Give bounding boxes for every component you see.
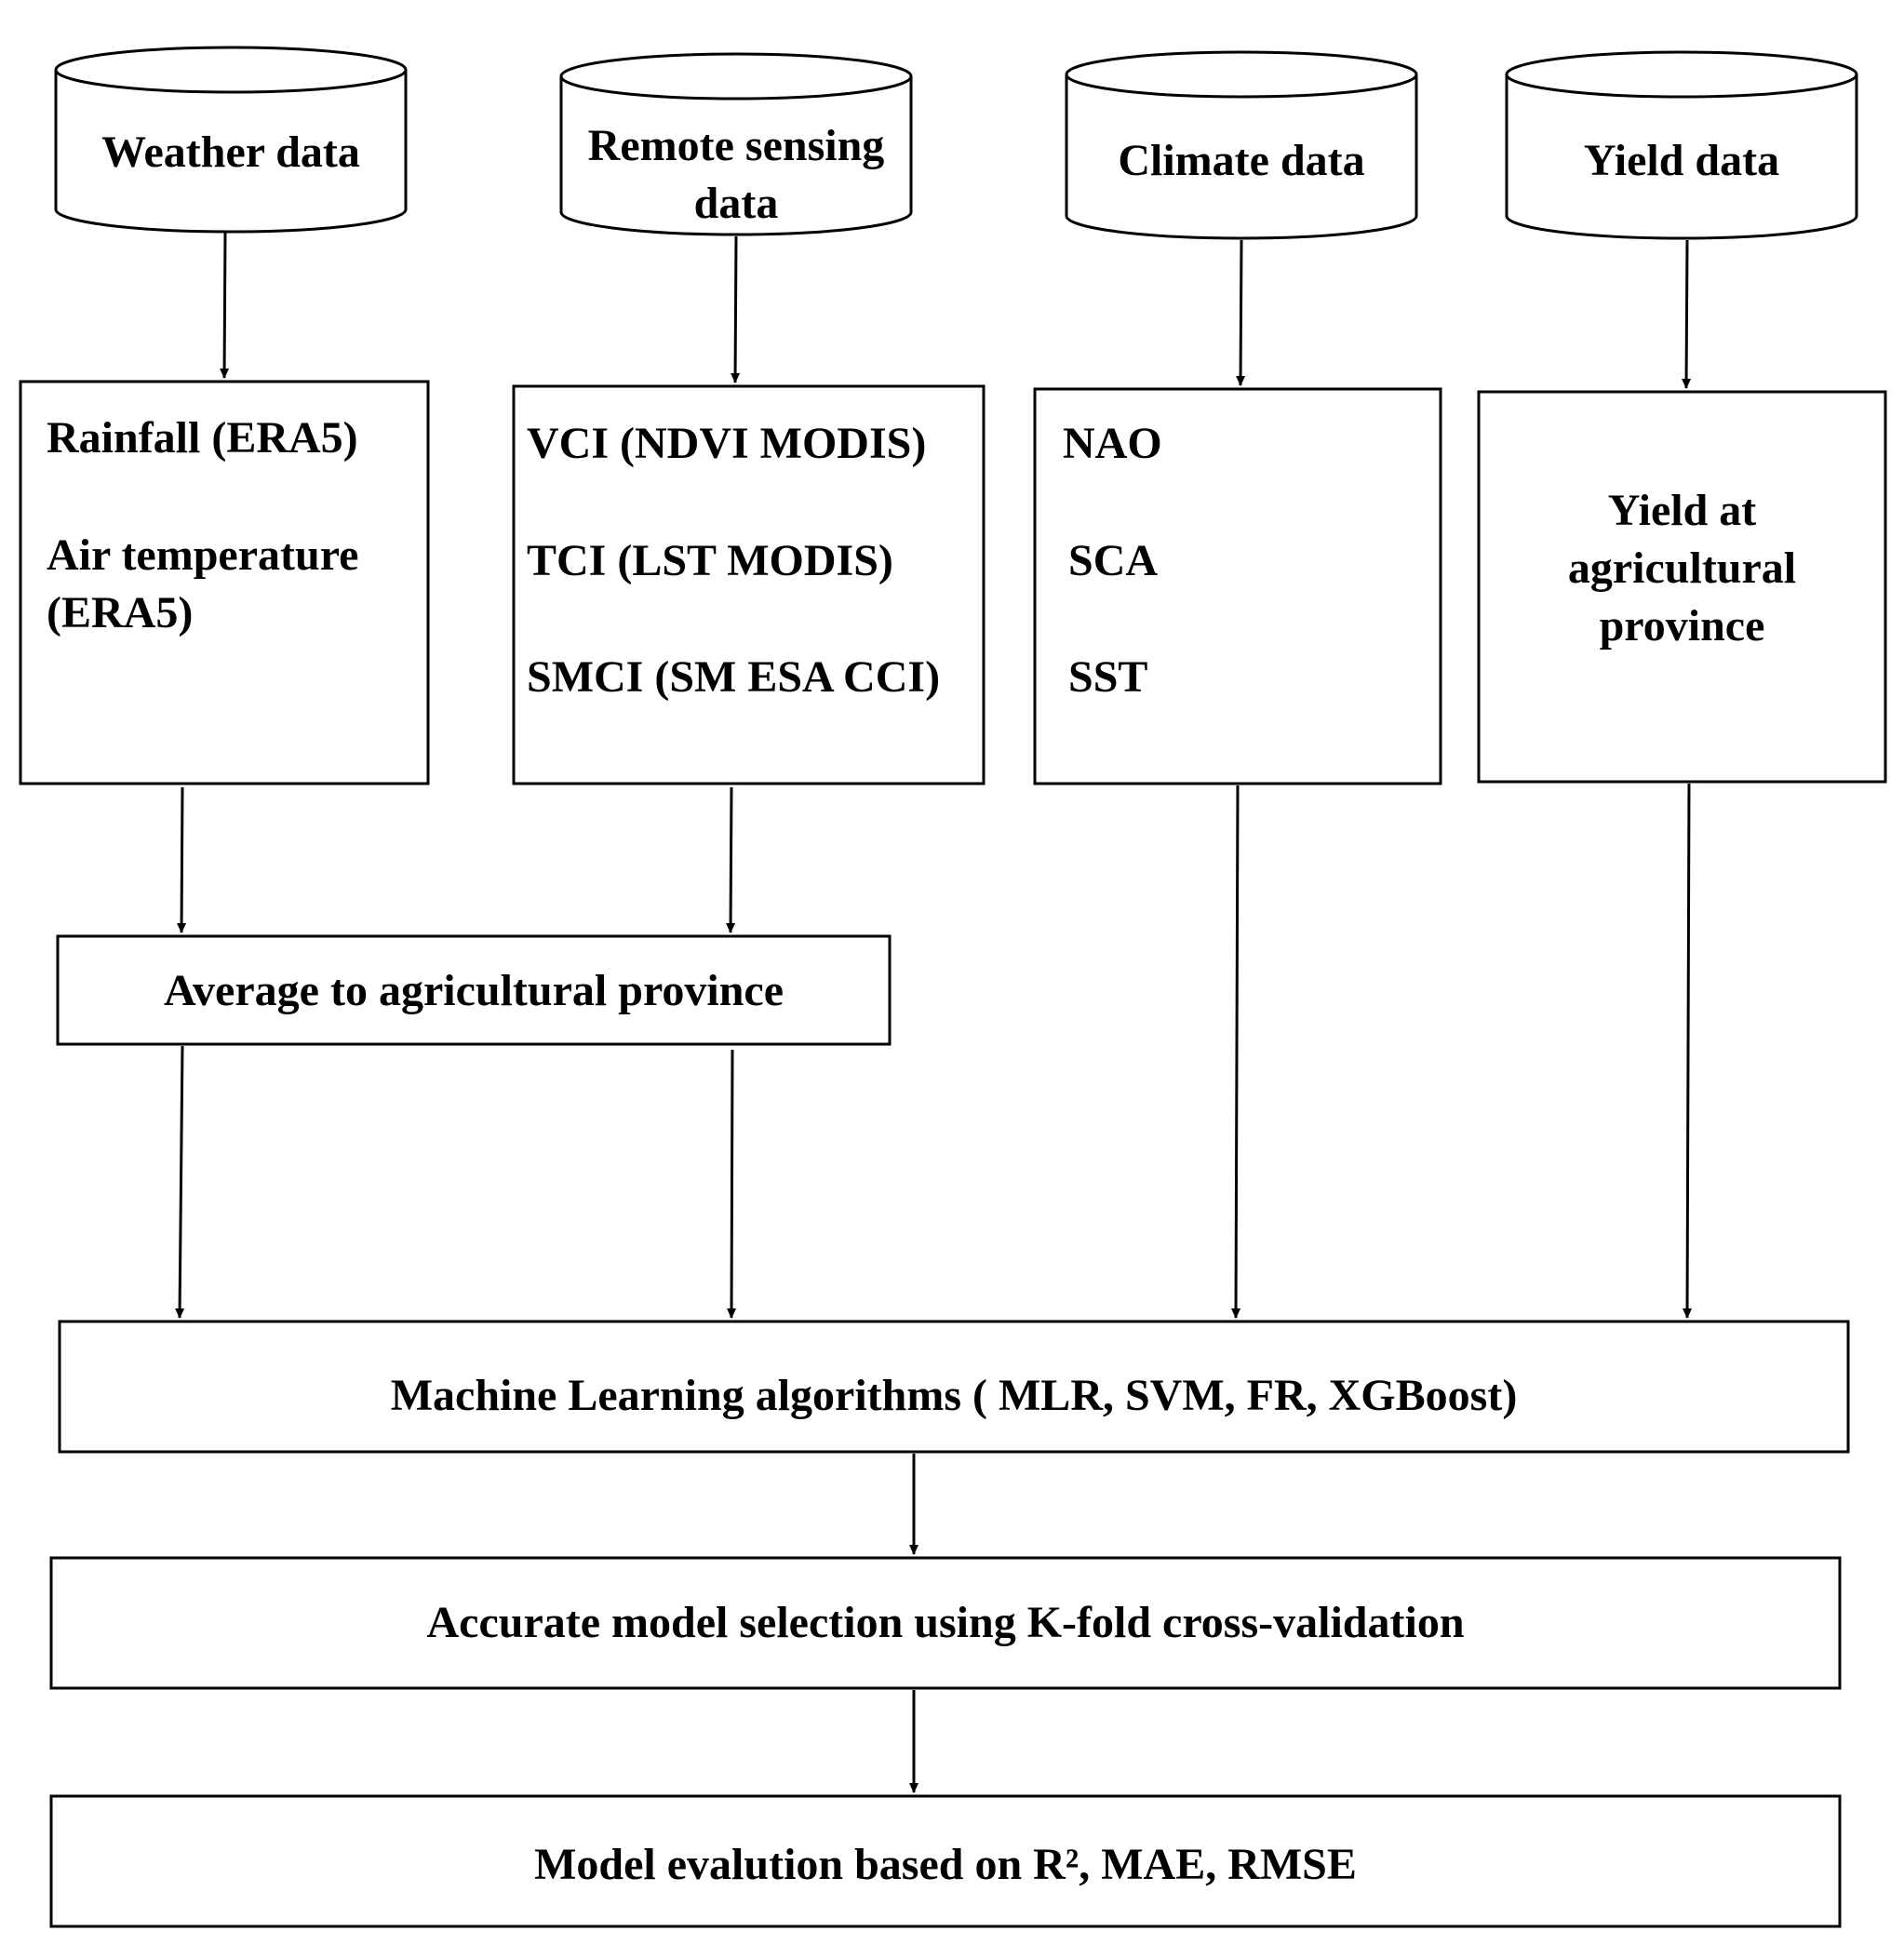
text-vci: VCI (NDVI MODIS) [527,419,927,468]
arrow-climate-to-box [1236,239,1246,386]
text-rainfall: Rainfall (ERA5) [47,413,358,463]
box-average [56,934,892,1046]
box-model-evaluation [49,1794,1842,1928]
text-sst: SST [1068,652,1148,702]
arrow-remote-to-box [731,235,741,383]
box-yield [1477,390,1887,784]
text-yield-line3: province [1599,601,1765,651]
box-model-selection [49,1556,1842,1690]
text-yield-line1: Yield at [1607,486,1757,535]
text-model-selection: Accurate model selection using K-fold cr… [426,1598,1465,1647]
box-machine-learning [58,1320,1850,1454]
box-climate-indices [1033,387,1442,785]
cylinder-weather-data [54,46,408,234]
text-nao: NAO [1063,419,1162,468]
label-remote-sensing-line2: data [693,179,779,228]
arrow-climate-to-ml [1231,785,1241,1319]
text-air-temperature: Air temperature [47,530,359,580]
text-model-evaluation: Model evalution based on R², MAE, RMSE [534,1840,1357,1889]
cylinder-climate-data [1065,50,1418,240]
label-weather-data: Weather data [101,127,360,177]
box-remote-sensing-indices [512,384,986,785]
arrow-average-right-to-ml [727,1049,737,1319]
box-weather-variables [19,380,430,785]
text-smci: SMCI (SM ESA CCI) [527,652,941,702]
arrow-yield-to-box [1682,239,1692,389]
text-tci: TCI (LST MODIS) [527,536,893,585]
text-average: Average to agricultural province [163,966,784,1015]
cylinder-yield-data [1505,50,1858,240]
text-machine-learning: Machine Learning algorithms ( MLR, SVM, … [390,1371,1518,1420]
arrow-average-left-to-ml [175,1045,185,1319]
arrow-weather-to-box [220,232,230,379]
arrow-yield-to-ml [1683,783,1693,1319]
label-climate-data: Climate data [1118,136,1365,185]
text-sca: SCA [1068,536,1159,585]
text-air-temperature-source: (ERA5) [47,588,194,637]
label-remote-sensing-line1: Remote sensing [587,121,885,170]
cylinder-remote-sensing-data [559,52,913,236]
arrow-weather-to-average [177,786,187,933]
label-yield-data: Yield data [1583,136,1780,185]
text-yield-line2: agricultural [1567,543,1797,593]
